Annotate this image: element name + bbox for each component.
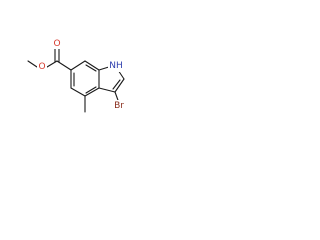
atom-labels: NH Br O O xyxy=(37,39,127,111)
ester-oxygen-label: O xyxy=(38,62,45,72)
benzene-ring xyxy=(70,60,100,97)
bromine-label: Br xyxy=(114,101,124,111)
double-bond-c7-c7a xyxy=(85,64,97,72)
nitrogen-h-label: NH xyxy=(109,61,123,71)
structure-diagram: NH Br O O xyxy=(27,39,127,113)
double-bond-c3a-c4 xyxy=(85,86,97,94)
carbonyl-oxygen-label: O xyxy=(53,39,60,49)
bond-c4-c5 xyxy=(70,87,86,97)
bond-c3a-c4 xyxy=(84,87,100,97)
bond-c6-c7 xyxy=(84,60,100,71)
pyrrole-ring xyxy=(98,65,125,93)
bond-carbonyl-oester xyxy=(46,60,58,68)
double-bond-c2-c3 xyxy=(112,79,121,90)
bond-c6-carbonyl xyxy=(56,60,72,71)
bond-c6-c7-ring xyxy=(70,60,86,71)
bond-c3-c3a xyxy=(98,87,116,93)
bond-oester-methyl xyxy=(27,60,38,68)
substituents xyxy=(27,48,120,113)
bond-c2-c3 xyxy=(114,78,125,93)
